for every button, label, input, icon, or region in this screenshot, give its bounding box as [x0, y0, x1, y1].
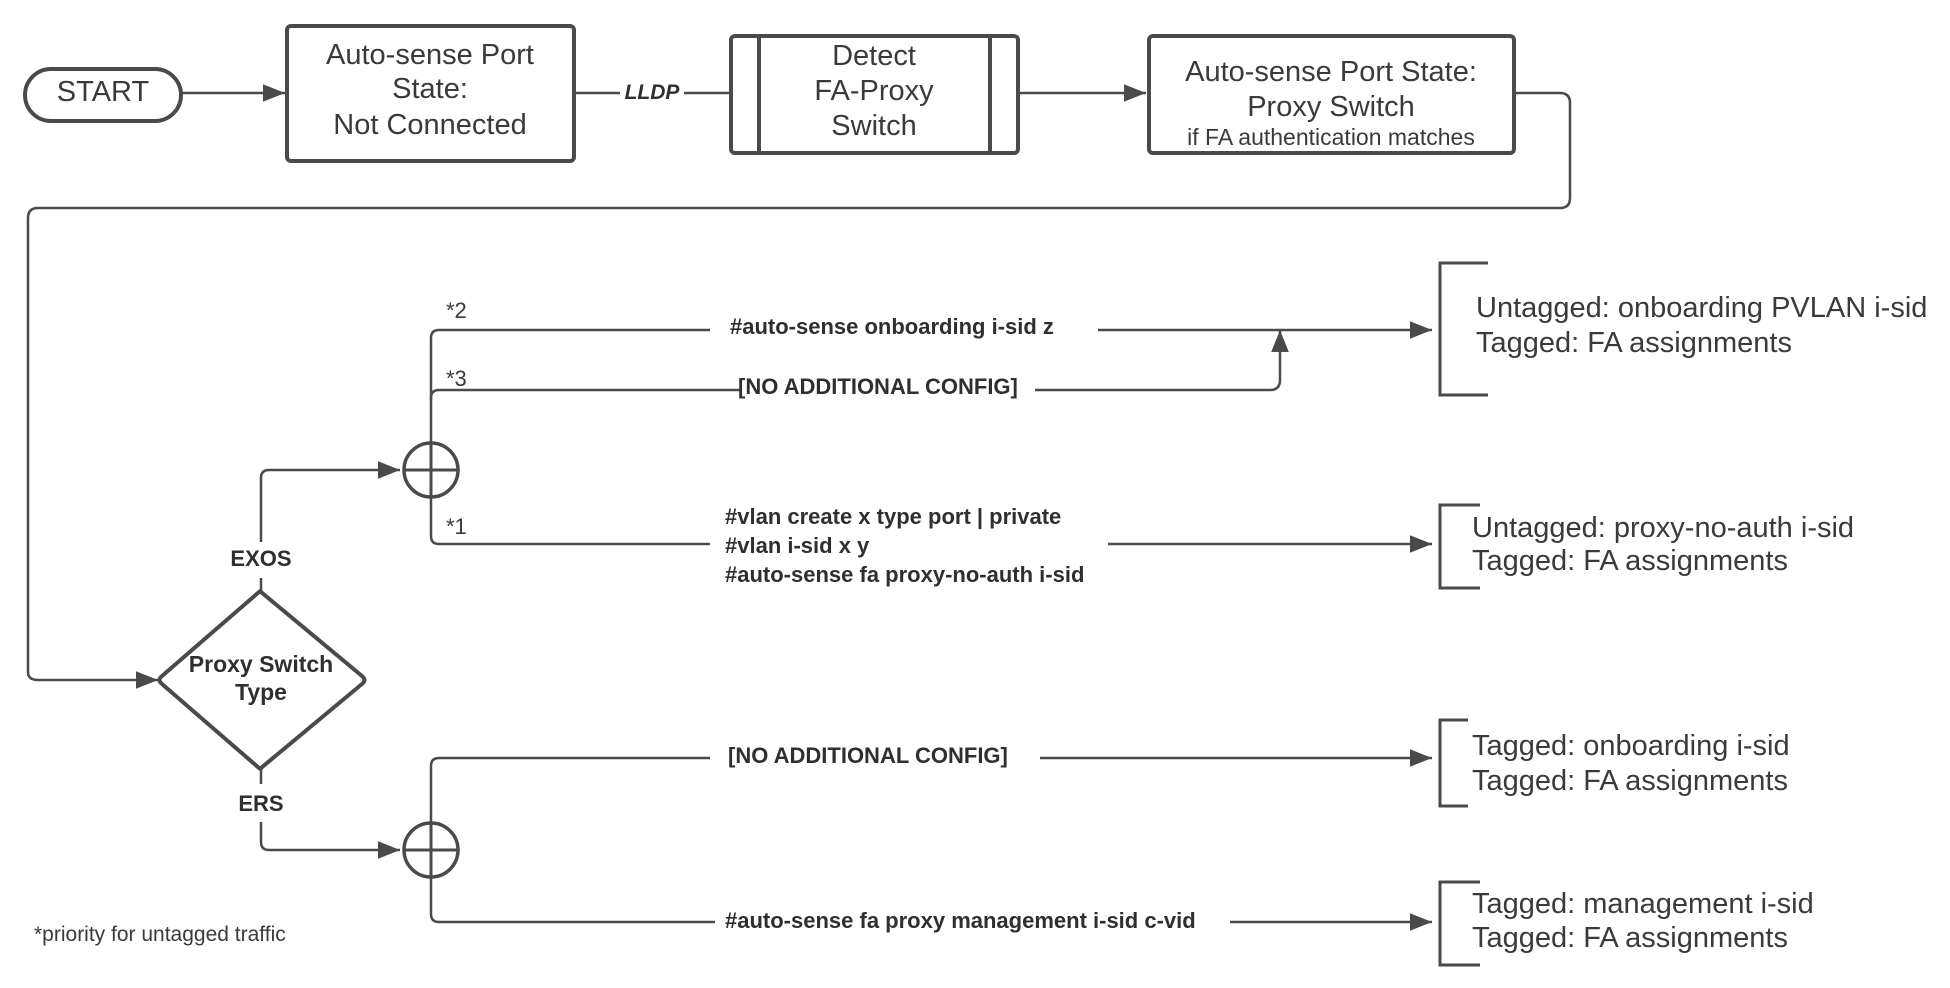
result-3-line-2: Tagged: FA assignments — [1472, 765, 1788, 797]
result-3-line-1: Tagged: onboarding i-sid — [1472, 730, 1790, 762]
result-2-line-2: Tagged: FA assignments — [1472, 545, 1788, 577]
decision-line-1: Proxy Switch — [189, 651, 333, 677]
cmd-proxy-no-auth-1: #vlan create x type port | private — [725, 504, 1061, 529]
ers-label: ERS — [238, 791, 283, 816]
proxy-switch-note: if FA authentication matches — [1187, 124, 1475, 150]
result-onboarding-isid: Tagged: onboarding i-sid Tagged: FA assi… — [1438, 718, 1790, 808]
result-2-line-1: Untagged: proxy-no-auth i-sid — [1472, 512, 1854, 544]
start-label: START — [57, 76, 150, 108]
exos-label: EXOS — [230, 546, 291, 571]
proxy-switch-node: Auto-sense Port State: Proxy Switch if F… — [1147, 34, 1516, 155]
decision-node: Proxy Switch Type — [157, 589, 367, 771]
edge-decision-to-exos-junction — [259, 461, 400, 542]
not-connected-line-3: Not Connected — [333, 109, 526, 141]
edge-exos-noconfig-right — [1035, 330, 1289, 392]
detect-node: Detect FA-Proxy Switch — [729, 34, 1020, 155]
cmd-proxy-no-auth-3: #auto-sense fa proxy-no-auth i-sid — [725, 562, 1084, 587]
footnote: *priority for untagged traffic — [34, 923, 286, 946]
not-connected-node: Auto-sense Port State: Not Connected — [285, 24, 576, 163]
cmd-onboarding: #auto-sense onboarding i-sid z — [730, 314, 1054, 339]
proxy-switch-line-1: Auto-sense Port State: — [1185, 56, 1477, 88]
not-connected-line-2: State: — [392, 73, 468, 105]
mark-1: *1 — [446, 514, 467, 539]
result-onboarding-pvlan: Untagged: onboarding PVLAN i-sid Tagged:… — [1438, 261, 1927, 397]
result-1-line-2: Tagged: FA assignments — [1476, 327, 1792, 359]
detect-line-3: Switch — [831, 110, 916, 142]
proxy-switch-line-2: Proxy Switch — [1247, 91, 1415, 123]
edge-exos-proxy-left — [429, 497, 710, 546]
mark-2: *2 — [446, 298, 467, 323]
result-1-line-1: Untagged: onboarding PVLAN i-sid — [1476, 292, 1927, 324]
edge-exos-onboarding-left — [429, 328, 710, 443]
cmd-no-config-ers: [NO ADDITIONAL CONFIG] — [728, 743, 1008, 768]
edge-decision-to-ers-junction — [259, 822, 400, 859]
result-management-isid: Tagged: management i-sid Tagged: FA assi… — [1438, 880, 1814, 967]
edge-ers-noconfig-left — [429, 756, 710, 823]
edge-ers-management-left — [429, 877, 715, 924]
detect-line-2: FA-Proxy — [814, 75, 934, 107]
start-node: START — [23, 67, 183, 123]
result-proxy-no-auth: Untagged: proxy-no-auth i-sid Tagged: FA… — [1438, 503, 1854, 590]
edge-exos-noconfig-left — [429, 388, 740, 400]
exos-or-junction — [402, 441, 460, 499]
detect-line-1: Detect — [832, 40, 916, 72]
decision-line-2: Type — [235, 679, 287, 705]
cmd-no-config-exos: [NO ADDITIONAL CONFIG] — [738, 374, 1018, 399]
cmd-management: #auto-sense fa proxy management i-sid c-… — [725, 908, 1196, 933]
result-4-line-2: Tagged: FA assignments — [1472, 922, 1788, 954]
mark-3: *3 — [446, 366, 467, 391]
lldp-label: LLDP — [625, 81, 681, 104]
not-connected-line-1: Auto-sense Port — [326, 39, 534, 71]
edge-proxy-switch-to-decision — [26, 91, 1572, 689]
cmd-proxy-no-auth-2: #vlan i-sid x y — [725, 533, 870, 558]
result-4-line-1: Tagged: management i-sid — [1472, 888, 1814, 920]
ers-or-junction — [402, 821, 460, 879]
